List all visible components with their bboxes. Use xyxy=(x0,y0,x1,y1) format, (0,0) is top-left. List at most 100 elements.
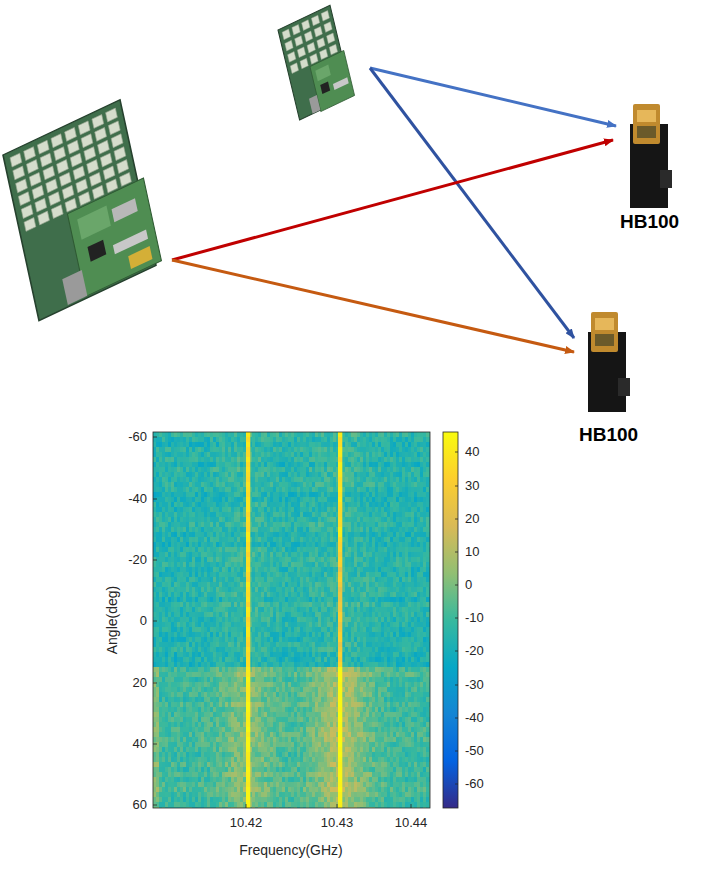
heatmap-cell xyxy=(228,527,231,532)
heatmap-cell xyxy=(168,497,171,502)
heatmap-cell xyxy=(396,522,399,527)
heatmap-cell xyxy=(306,437,309,442)
heatmap-cell xyxy=(372,522,375,527)
heatmap-cell xyxy=(408,437,411,442)
heatmap-cell xyxy=(357,442,360,447)
heatmap-cell xyxy=(420,492,423,497)
heatmap-cell xyxy=(381,512,384,517)
heatmap-cell xyxy=(174,492,177,497)
heatmap-cell xyxy=(423,447,426,452)
heatmap-cell xyxy=(318,507,321,512)
heatmap-cell xyxy=(330,487,333,492)
heatmap-cell xyxy=(291,492,294,497)
heatmap-cell xyxy=(372,502,375,507)
heatmap-cell xyxy=(255,457,258,462)
heatmap-cell xyxy=(300,502,303,507)
heatmap-cell xyxy=(189,532,192,537)
heatmap-cell xyxy=(387,437,390,442)
heatmap-cell xyxy=(372,467,375,472)
heatmap-cell xyxy=(183,432,186,437)
heatmap-cell xyxy=(420,522,423,527)
heatmap-cell xyxy=(207,477,210,482)
heatmap-cell xyxy=(423,497,426,502)
heatmap-cell xyxy=(393,452,396,457)
heatmap-cell xyxy=(234,437,237,442)
heatmap-cell xyxy=(195,452,198,457)
heatmap-cell xyxy=(354,522,357,527)
heatmap-cell xyxy=(279,492,282,497)
heatmap-cell xyxy=(423,467,426,472)
heatmap-cell xyxy=(162,507,165,512)
heatmap-cell xyxy=(360,432,363,437)
heatmap-cell xyxy=(252,472,255,477)
heatmap-cell xyxy=(276,442,279,447)
heatmap-cell xyxy=(282,437,285,442)
heatmap-cell xyxy=(180,452,183,457)
heatmap-cell xyxy=(402,432,405,437)
heatmap-cell xyxy=(183,447,186,452)
heatmap-cell xyxy=(153,467,156,472)
heatmap-cell xyxy=(390,527,393,532)
heatmap-cell xyxy=(285,482,288,487)
heatmap-cell xyxy=(162,492,165,497)
heatmap-cell xyxy=(195,457,198,462)
heatmap-cell xyxy=(315,497,318,502)
heatmap-cell xyxy=(381,432,384,437)
heatmap-cell xyxy=(216,482,219,487)
heatmap-cell xyxy=(327,457,330,462)
heatmap-cell xyxy=(216,477,219,482)
heatmap-cell xyxy=(213,512,216,517)
heatmap-cell xyxy=(357,517,360,522)
heatmap-cell xyxy=(267,482,270,487)
heatmap-cell xyxy=(174,467,177,472)
heatmap-cell xyxy=(399,502,402,507)
heatmap-cell xyxy=(264,527,267,532)
heatmap-cell xyxy=(210,437,213,442)
heatmap-cell xyxy=(252,467,255,472)
heatmap-cell xyxy=(273,462,276,467)
heatmap-cell xyxy=(174,502,177,507)
heatmap-cell xyxy=(282,442,285,447)
heatmap-cell xyxy=(204,492,207,497)
heatmap-cell xyxy=(393,432,396,437)
heatmap-cell xyxy=(177,477,180,482)
heatmap-cell xyxy=(300,457,303,462)
heatmap-cell xyxy=(276,502,279,507)
heatmap-cell xyxy=(246,482,250,487)
heatmap-cell xyxy=(345,467,348,472)
heatmap-cell xyxy=(186,487,189,492)
heatmap-cell xyxy=(237,512,240,517)
heatmap-cell xyxy=(312,472,315,477)
heatmap-cell xyxy=(324,457,327,462)
heatmap-cell xyxy=(210,532,213,537)
heatmap-cell xyxy=(159,527,162,532)
heatmap-cell xyxy=(333,447,336,452)
heatmap-cell xyxy=(171,432,174,437)
heatmap-cell xyxy=(234,527,237,532)
heatmap-cell xyxy=(345,492,348,497)
heatmap-cell xyxy=(237,482,240,487)
heatmap-cell xyxy=(159,532,162,537)
heatmap-cell xyxy=(276,487,279,492)
heatmap-cell xyxy=(210,527,213,532)
heatmap-cell xyxy=(338,452,342,457)
heatmap-cell xyxy=(342,492,345,497)
heatmap-cell xyxy=(357,522,360,527)
heatmap-cell xyxy=(321,507,324,512)
heatmap-cell xyxy=(396,432,399,437)
heatmap-cell xyxy=(285,467,288,472)
heatmap-cell xyxy=(177,532,180,537)
heatmap-cell xyxy=(225,472,228,477)
heatmap-cell xyxy=(192,492,195,497)
heatmap-cell xyxy=(270,482,273,487)
heatmap-cell xyxy=(390,477,393,482)
heatmap-cell xyxy=(348,462,351,467)
heatmap-cell xyxy=(369,462,372,467)
heatmap-cell xyxy=(333,482,336,487)
heatmap-cell xyxy=(165,447,168,452)
heatmap-cell xyxy=(156,517,159,522)
heatmap-cell xyxy=(228,467,231,472)
heatmap-cell xyxy=(390,467,393,472)
heatmap-cell xyxy=(219,477,222,482)
heatmap-cell xyxy=(234,447,237,452)
